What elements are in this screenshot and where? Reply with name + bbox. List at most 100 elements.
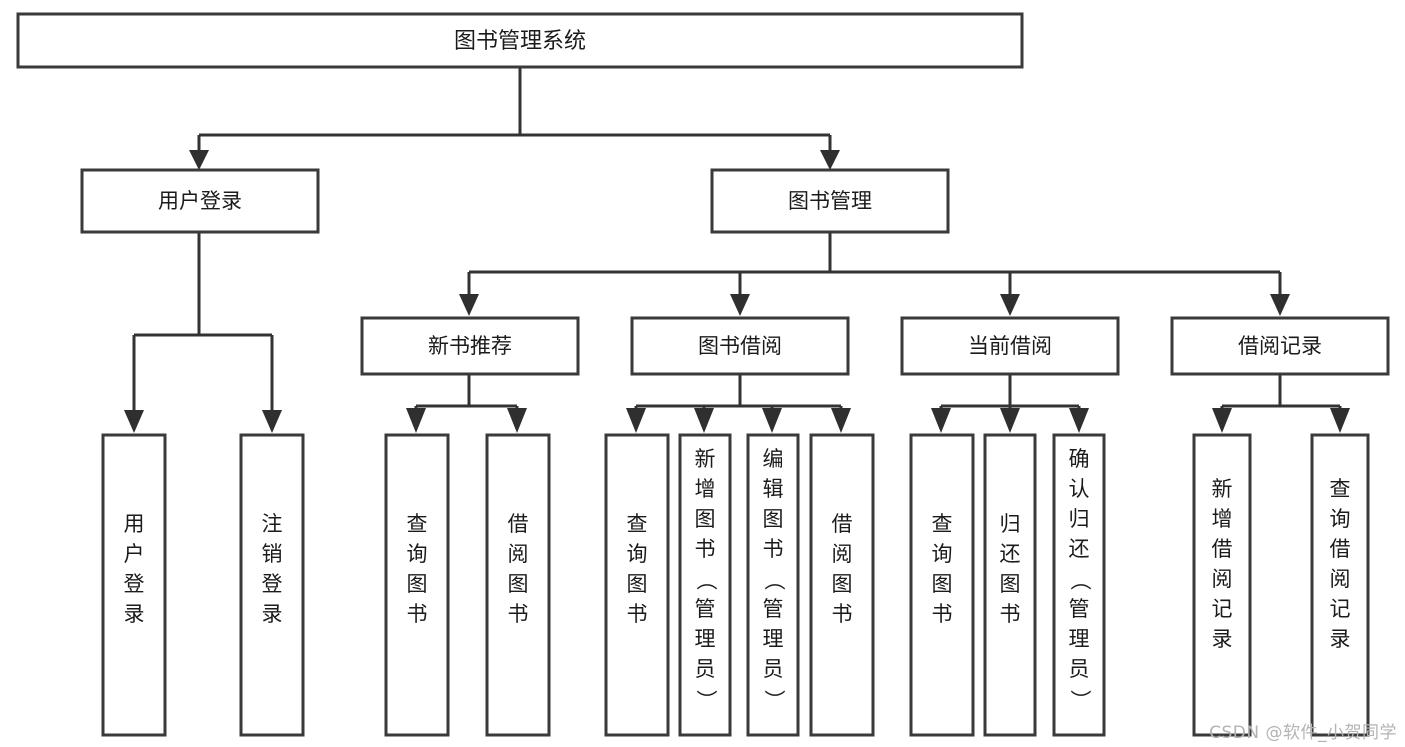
- svg-text:新: 新: [1212, 477, 1233, 501]
- node-leaf-add-book-box[interactable]: [678, 433, 732, 737]
- svg-text:录: 录: [124, 602, 145, 626]
- node-user-login[interactable]: 用户登录: [80, 168, 320, 234]
- node-leaf-query-book-2-box[interactable]: [604, 433, 670, 737]
- svg-text:记: 记: [1330, 597, 1351, 621]
- node-new-book-recommend[interactable]: 新书推荐: [360, 316, 580, 376]
- svg-text:书: 书: [1000, 602, 1021, 626]
- svg-text:图: 图: [695, 507, 716, 531]
- node-current-borrow[interactable]: 当前借阅: [900, 316, 1120, 376]
- node-root-box[interactable]: [16, 12, 1024, 69]
- arrow-root-to-user-login: [189, 150, 209, 170]
- svg-text:询: 询: [627, 542, 648, 566]
- csdn-watermark: CSDN @软件_小贺同学: [1209, 723, 1397, 743]
- node-leaf-borrow-book-1-box[interactable]: [485, 433, 551, 737]
- svg-text:增: 增: [1212, 507, 1233, 531]
- node-leaf-confirm-return-box[interactable]: [1052, 433, 1106, 737]
- svg-text:录: 录: [262, 602, 283, 626]
- svg-text:还: 还: [1069, 537, 1090, 561]
- node-book-manage-label: 图书管理: [788, 189, 872, 213]
- node-leaf-query-record-box[interactable]: [1310, 433, 1370, 737]
- node-user-login-label: 用户登录: [158, 189, 242, 213]
- svg-text:管: 管: [763, 597, 784, 621]
- svg-text:管: 管: [695, 597, 716, 621]
- svg-text:理: 理: [695, 627, 716, 651]
- arrow-to-current-borrow: [1000, 294, 1020, 316]
- svg-text:）: ）: [762, 690, 786, 711]
- svg-text:新: 新: [695, 447, 716, 471]
- svg-text:理: 理: [1069, 627, 1090, 651]
- node-leaf-return-book-box[interactable]: [983, 433, 1037, 737]
- svg-text:图: 图: [1000, 572, 1021, 596]
- node-leaf-borrow-book-2-box[interactable]: [809, 433, 875, 737]
- svg-text:借: 借: [832, 512, 853, 536]
- svg-text:阅: 阅: [1212, 567, 1233, 591]
- node-leaf-user-login-box[interactable]: [101, 433, 167, 737]
- svg-text:记: 记: [1212, 597, 1233, 621]
- svg-text:录: 录: [1212, 627, 1233, 651]
- node-book-manage-box[interactable]: [710, 168, 950, 234]
- svg-text:销: 销: [262, 542, 283, 566]
- arrow-to-new-book-recommend: [459, 294, 479, 316]
- svg-text:阅: 阅: [832, 542, 853, 566]
- svg-text:用: 用: [124, 512, 145, 536]
- svg-text:增: 增: [695, 477, 716, 501]
- svg-text:借: 借: [1212, 537, 1233, 561]
- node-new-book-recommend-box[interactable]: [360, 316, 580, 376]
- svg-text:书: 书: [508, 602, 529, 626]
- svg-text:图: 图: [763, 507, 784, 531]
- arrow-to-leaf-edit-book: [762, 408, 782, 433]
- node-book-borrow[interactable]: 图书借阅: [630, 316, 850, 376]
- node-user-login-box[interactable]: [80, 168, 320, 234]
- svg-text:还: 还: [1000, 542, 1021, 566]
- connector-layer: [124, 67, 1350, 433]
- svg-text:查: 查: [407, 512, 428, 536]
- svg-text:询: 询: [407, 542, 428, 566]
- node-current-borrow-box[interactable]: [900, 316, 1120, 376]
- node-new-book-recommend-label: 新书推荐: [428, 334, 512, 358]
- svg-text:认: 认: [1069, 477, 1090, 501]
- svg-text:（: （: [1068, 570, 1092, 591]
- svg-text:书: 书: [407, 602, 428, 626]
- node-leaf-user-login[interactable]: 用户登录: [101, 433, 167, 737]
- node-root[interactable]: 图书管理系统: [16, 12, 1024, 69]
- svg-text:员: 员: [763, 657, 784, 681]
- svg-text:图: 图: [407, 572, 428, 596]
- svg-text:归: 归: [1069, 507, 1090, 531]
- svg-text:图: 图: [932, 572, 953, 596]
- node-leaf-add-record-box[interactable]: [1192, 433, 1252, 737]
- svg-text:借: 借: [508, 512, 529, 536]
- node-book-borrow-box[interactable]: [630, 316, 850, 376]
- node-leaf-edit-book-box[interactable]: [746, 433, 800, 737]
- svg-text:户: 户: [124, 542, 145, 566]
- node-leaf-query-book-3-box[interactable]: [909, 433, 975, 737]
- node-borrow-record-box[interactable]: [1170, 316, 1390, 376]
- svg-text:查: 查: [1330, 477, 1351, 501]
- node-book-manage[interactable]: 图书管理: [710, 168, 950, 234]
- node-borrow-record[interactable]: 借阅记录: [1170, 316, 1390, 376]
- arrow-to-borrow-record: [1270, 294, 1290, 316]
- svg-text:员: 员: [695, 657, 716, 681]
- svg-text:图: 图: [627, 572, 648, 596]
- node-leaf-query-book-1-box[interactable]: [384, 433, 450, 737]
- svg-text:图: 图: [508, 572, 529, 596]
- svg-text:管: 管: [1069, 597, 1090, 621]
- node-leaf-user-logout-box[interactable]: [239, 433, 305, 737]
- arrow-to-leaf-user-login: [124, 410, 144, 433]
